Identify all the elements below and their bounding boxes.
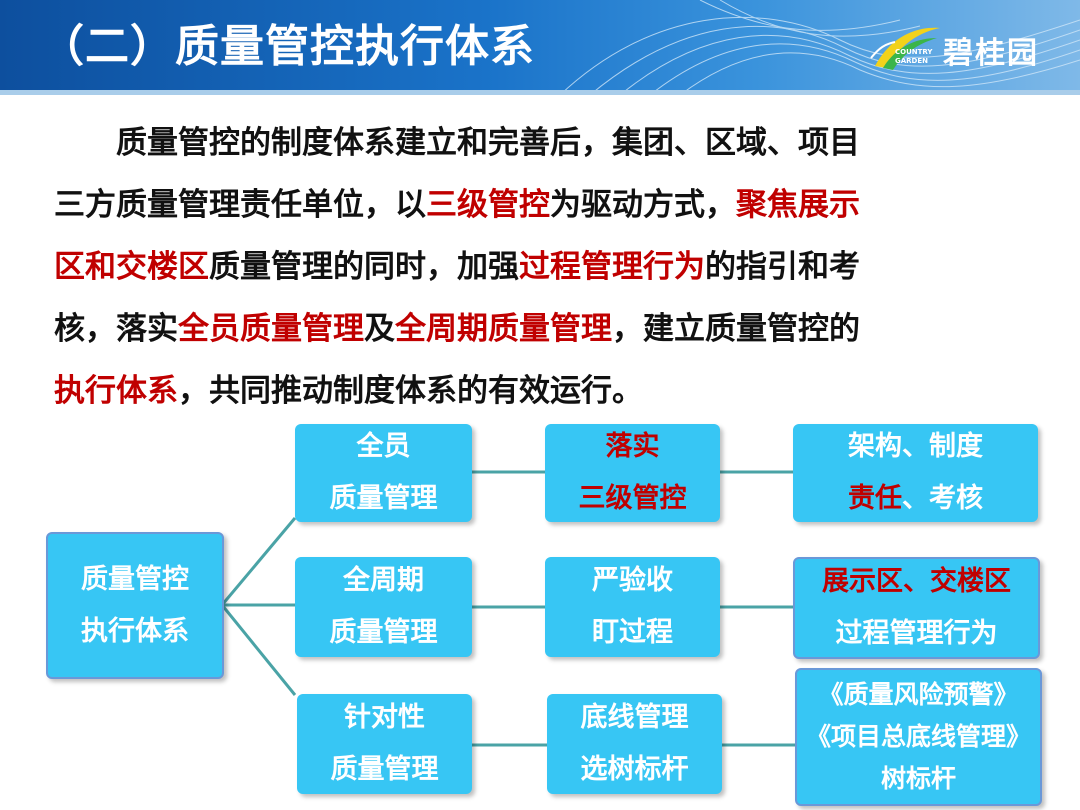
row1-col3-rest: 、考核 xyxy=(902,483,983,514)
row2-col1-box: 全周期 质量管理 xyxy=(295,557,472,657)
paragraph-text: 核，落实 xyxy=(54,311,178,347)
paragraph-text: 质量管理的同时，加强 xyxy=(209,249,519,285)
logo-icon xyxy=(870,27,940,70)
paragraph-text: 的指引和考 xyxy=(705,249,860,285)
emphasis-text: 全周期质量管理 xyxy=(395,311,612,347)
row2-col3-emphasis-2: 交楼区 xyxy=(930,566,1011,597)
paragraph-text: ，共同推动制度体系的有效运行。 xyxy=(178,373,643,409)
emphasis-text: 三级管控 xyxy=(426,187,550,223)
decorative-swirl-lines xyxy=(559,0,1080,95)
connector-root-row1 xyxy=(220,517,297,606)
row3-col2-line1: 底线管理 xyxy=(580,702,689,733)
emphasis-text: 聚焦展示 xyxy=(736,187,860,223)
paragraph-text: 质量管控的制度体系建立和完善后，集团、区域、项目 xyxy=(54,125,860,161)
emphasis-text: 全员质量管理 xyxy=(178,311,364,347)
row2-col3-separator: 、 xyxy=(903,566,930,597)
row2-col2-box: 严验收 盯过程 xyxy=(545,557,720,657)
row3-col3-line2: 《项目总底线管理》 xyxy=(805,722,1031,751)
paragraph-text: 及 xyxy=(364,311,395,347)
page-title: （二）质量管控执行体系 xyxy=(40,21,535,72)
row1-col3-box: 架构、制度 责任、考核 xyxy=(793,424,1038,522)
row1-col2-line1: 落实 xyxy=(605,431,660,462)
logo-subtext-country: COUNTRY xyxy=(895,48,933,56)
row2-col3-emphasis-1: 展示区 xyxy=(822,566,903,597)
header-bar: （二）质量管控执行体系 COUNTRY GARDEN 碧桂园 xyxy=(0,0,1080,95)
row2-col1-line1: 全周期 xyxy=(343,565,424,596)
logo-wordmark: 碧桂园 xyxy=(943,36,1039,71)
row1-col1-line2: 质量管理 xyxy=(329,483,438,514)
intro-paragraph: 质量管控的制度体系建立和完善后，集团、区域、项目 三方质量管理责任单位，以三级管… xyxy=(54,112,999,422)
row1-col3-line2: 责任、考核 xyxy=(848,473,983,525)
row3-col3-line3: 树标杆 xyxy=(880,764,956,793)
row2-col3-box: 展示区、交楼区 过程管理行为 xyxy=(793,557,1040,659)
row2-col2-line2: 盯过程 xyxy=(592,617,673,648)
paragraph-line: 质量管控的制度体系建立和完善后，集团、区域、项目 xyxy=(54,112,999,174)
row3-col1-box: 针对性 质量管理 xyxy=(297,694,472,794)
paragraph-line: 区和交楼区质量管理的同时，加强过程管理行为的指引和考 xyxy=(54,236,999,298)
row2-col3-line2: 过程管理行为 xyxy=(835,618,998,649)
row3-col1-line2: 质量管理 xyxy=(330,754,439,785)
emphasis-text: 区和交楼区 xyxy=(54,249,209,285)
row1-col2-box: 落实 三级管控 xyxy=(545,424,720,522)
row1-col1-line1: 全员 xyxy=(356,431,411,462)
emphasis-text: 过程管理行为 xyxy=(519,249,705,285)
row2-col1-line2: 质量管理 xyxy=(329,617,438,648)
root-node-line1: 质量管控 xyxy=(81,563,189,595)
row1-col1-box: 全员 质量管理 xyxy=(295,424,472,522)
company-logo: COUNTRY GARDEN 碧桂园 xyxy=(865,18,1050,78)
paragraph-line: 执行体系，共同推动制度体系的有效运行。 xyxy=(54,360,999,422)
paragraph-text: ，建立质量管控的 xyxy=(612,311,860,347)
row3-col1-line1: 针对性 xyxy=(344,702,425,733)
paragraph-text: 三方质量管理责任单位，以 xyxy=(54,187,426,223)
paragraph-line: 核，落实全员质量管理及全周期质量管理，建立质量管控的 xyxy=(54,298,999,360)
row2-col2-line1: 严验收 xyxy=(592,565,673,596)
connector-root-row3 xyxy=(220,604,297,696)
root-node-line2: 执行体系 xyxy=(81,615,189,647)
row1-col3-line1: 架构、制度 xyxy=(848,431,983,462)
emphasis-text: 执行体系 xyxy=(54,373,178,409)
row3-col3-box: 《质量风险预警》 《项目总底线管理》 树标杆 xyxy=(795,668,1042,806)
root-node-box: 质量管控 执行体系 xyxy=(46,532,224,679)
row3-col3-line1: 《质量风险预警》 xyxy=(818,680,1019,709)
logo-subtext-garden: GARDEN xyxy=(895,57,929,65)
row1-col3-emphasis: 责任 xyxy=(848,483,902,514)
row2-col3-line1: 展示区、交楼区 xyxy=(822,556,1011,608)
row3-col2-line2: 选树标杆 xyxy=(580,754,689,785)
row3-col2-box: 底线管理 选树标杆 xyxy=(547,694,722,794)
header-underline xyxy=(0,90,1080,95)
paragraph-line: 三方质量管理责任单位，以三级管控为驱动方式，聚焦展示 xyxy=(54,174,999,236)
row1-col2-line2: 三级管控 xyxy=(578,483,687,514)
paragraph-text: 为驱动方式， xyxy=(550,187,736,223)
